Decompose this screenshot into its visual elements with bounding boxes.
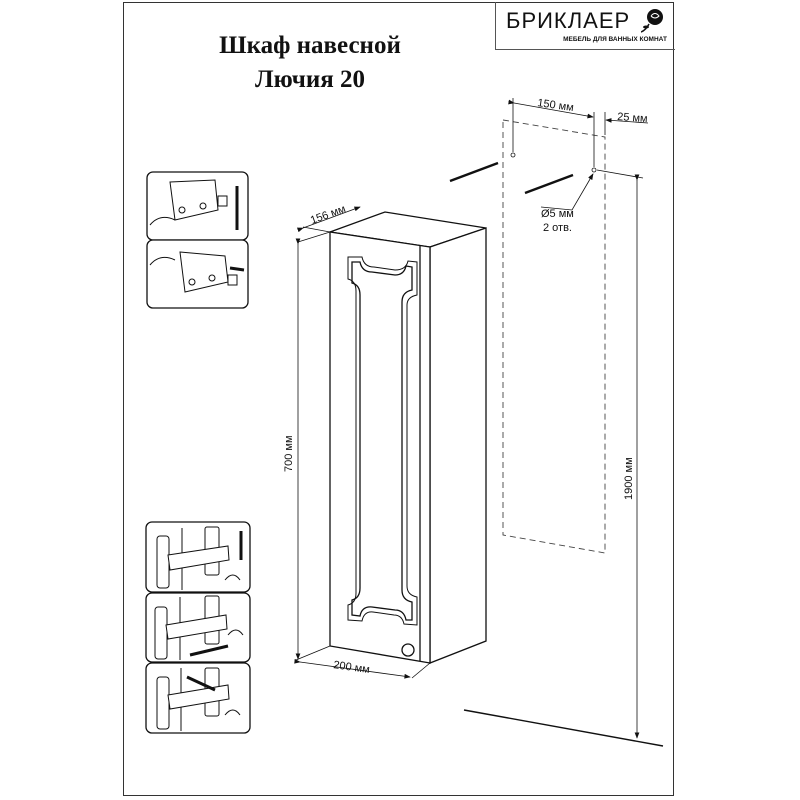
title-line-1: Шкаф навесной — [219, 32, 401, 59]
door-panel — [351, 261, 413, 621]
mount-hole — [591, 167, 597, 173]
brand-logo: БРИКЛАЕР МЕБЕЛЬ ДЛЯ ВАННЫХ КОМНАТ — [495, 2, 675, 50]
floor-line — [463, 709, 664, 747]
depth-adjust-arrow-icon — [186, 675, 216, 692]
dimension-depth: 156 мм — [309, 203, 347, 227]
dimension-side-offset: 25 мм — [617, 111, 648, 125]
dimension-mount-height: 1900 мм — [623, 457, 635, 500]
hinge-adjust-panels — [145, 521, 251, 734]
page-frame — [123, 2, 674, 796]
hole-diameter-label: Ø5 мм — [541, 208, 574, 220]
dimension-height: 700 мм — [283, 435, 295, 472]
title-line-2: Лючия 20 — [254, 66, 366, 93]
door-knob — [401, 643, 415, 657]
cabinet-side — [429, 227, 487, 664]
dimension-width: 200 мм — [333, 659, 371, 676]
side-adjust-arrow-icon — [189, 644, 229, 657]
mount-hole — [510, 152, 516, 158]
hanger-adjust-panels — [146, 171, 249, 309]
cabinet-door — [329, 231, 431, 664]
wall-mount-outline — [502, 119, 606, 554]
cabinet — [329, 211, 487, 664]
logo-tagline: МЕБЕЛЬ ДЛЯ ВАННЫХ КОМНАТ — [563, 36, 667, 43]
hole-count-label: 2 отв. — [543, 222, 572, 234]
rose-icon — [641, 9, 663, 33]
screw-icon — [449, 161, 574, 195]
depth-adjust-arrow-icon — [229, 266, 245, 272]
dimension-hole-spacing: 150 мм — [537, 97, 575, 114]
logo-brand: БРИКЛАЕР — [506, 8, 631, 33]
